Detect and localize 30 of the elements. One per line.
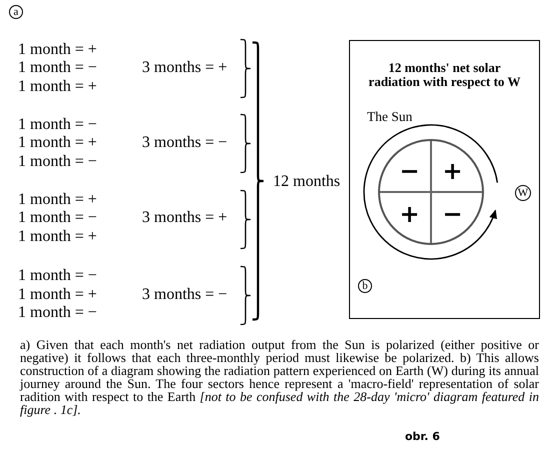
callout-letter: a — [9, 5, 23, 19]
month-value: 1 month = − — [18, 267, 97, 285]
month-value: 1 month = + — [18, 134, 97, 152]
quarter-value: 3 months = + — [142, 59, 228, 77]
month-value: 1 month = + — [18, 41, 97, 59]
year-label: 12 months — [273, 173, 340, 191]
month-value: 1 month = − — [18, 116, 97, 134]
quarter-value: 3 months = − — [142, 134, 228, 152]
month-value: 1 month = − — [18, 209, 97, 227]
earth-circle: W — [515, 185, 531, 201]
month-value: 1 month = + — [18, 191, 97, 209]
sun-label: The Sun — [367, 110, 412, 124]
month-value: 1 month = + — [18, 78, 97, 96]
panel-heading: 12 months' net solar radiation with respect to W — [368, 61, 522, 89]
panel-frame — [349, 40, 540, 319]
callout-letter: b — [358, 279, 372, 293]
month-value: 1 month = − — [18, 304, 97, 322]
month-value: 1 month = + — [18, 228, 97, 246]
quarter-value: 3 months = + — [142, 209, 228, 227]
month-value: 1 month = + — [18, 286, 97, 304]
quadrant-sector: − — [431, 192, 482, 243]
quadrant-sector: − — [380, 141, 431, 192]
caption-text: a) Given that each month's net radiation output from the Sun is polarized (either positive or negative) it follows that each three-monthly period must likewise be polarized. b) This allows construction of a diagram showing the radiation pattern experienced on Earth (W) during its annual journey around the Sun. The four sectors hence represent a 'macro-field' representation of solar radition with respect to the Earth [not to be confused with the 28-day 'micro' diagram featured in figure . 1c]. — [20, 339, 539, 416]
month-value: 1 month = − — [18, 59, 97, 77]
quadrant-sector: + — [380, 192, 431, 243]
quadrant-sector: + — [431, 141, 482, 192]
month-value: 1 month = − — [18, 153, 97, 171]
quarter-value: 3 months = − — [142, 286, 228, 304]
figure-number: obr. 6 — [405, 429, 440, 445]
sun-circle — [378, 139, 484, 245]
